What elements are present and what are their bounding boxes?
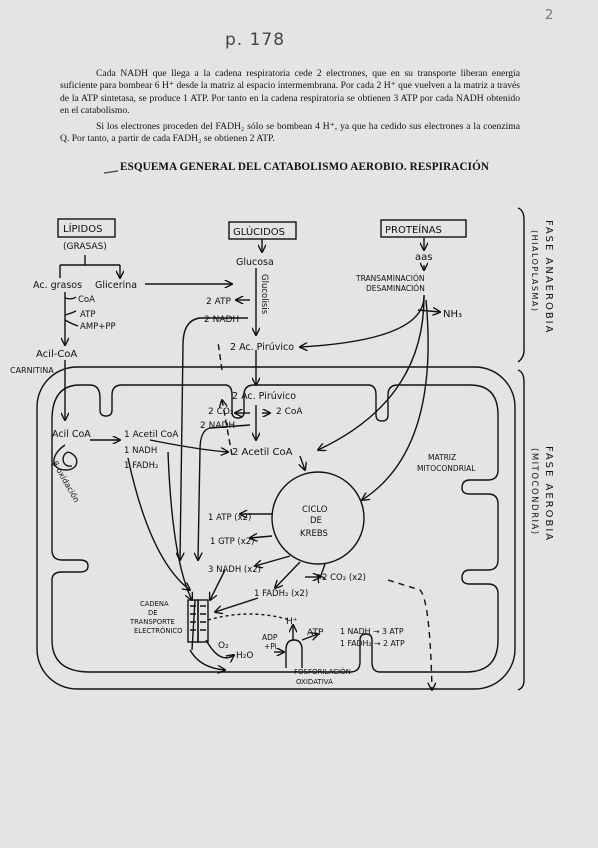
ac-grasos-label: Ac. grasos — [33, 280, 82, 291]
cadena-label-4: ELECTRÓNICO — [134, 626, 183, 635]
two-acetil-label: 2 Acetil CoA — [232, 447, 293, 458]
proteinas-box — [380, 219, 467, 238]
fosforilacion-label: FOSFORILACIÓN — [294, 667, 351, 676]
krebs-label-3: KREBS — [300, 529, 328, 539]
diagram-title: ESQUEMA GENERAL DEL CATABOLISMO AEROBIO.… — [120, 161, 490, 173]
corner-mark: 2 — [545, 8, 554, 23]
two-co2-label: 2 CO₂ — [208, 407, 234, 417]
grasas-label: (GRASAS) — [63, 242, 107, 252]
matriz-label: MATRIZ — [428, 453, 456, 462]
h-plus-label: H⁺ — [286, 617, 298, 627]
pi-label: +Pi — [264, 642, 277, 651]
lipidos-box — [57, 218, 116, 238]
atp-x2-label: 1 ATP (x2) — [208, 513, 251, 523]
one-fadh2-label: 1 FADH₂ — [124, 461, 158, 471]
two-piruvico-label: 2 Ac. Pirúvico — [230, 342, 294, 353]
fadh2-x2-label: 1 FADH₂ (x2) — [254, 589, 308, 599]
acil-coa-label: Acil-CoA — [36, 349, 77, 360]
co2-x2-label: 2 CO₂ (x2) — [322, 573, 366, 583]
atp-out-label: ATP — [307, 628, 324, 638]
nh3-label: NH₃ — [443, 309, 462, 320]
mitocondrial-label: MITOCONDRIAL — [417, 464, 476, 473]
krebs-label-1: CICLO — [302, 505, 328, 515]
glucidos-label: GLÚCIDOS — [233, 225, 285, 238]
acil-coa-mito-label: Acil CoA — [52, 429, 91, 440]
lipidos-label: LÍPIDOS — [63, 222, 102, 235]
one-nadh-label: 1 NADH — [124, 446, 157, 456]
atp-label: ATP — [80, 310, 95, 320]
krebs-label-2: DE — [310, 516, 322, 526]
nadh-x2-label: 3 NADH (x2) — [208, 565, 261, 575]
carnitina-label: CARNITINA — [10, 366, 54, 375]
oxidativa-label: OXIDATIVA — [296, 678, 333, 686]
two-nadh-mito-label: 2 NADH — [200, 421, 235, 431]
paragraph-nadh: Cada NADH que llega a la cadena respirat… — [60, 68, 520, 117]
krebs-cycle-circle — [271, 471, 365, 565]
fase-aerobia-label: FASE AEROBIA — [543, 446, 554, 542]
amp-pp-label: AMP+PP — [80, 322, 116, 332]
one-acetil-label: 1 Acetil CoA — [124, 430, 179, 440]
mitochondria-inner-membrane — [51, 384, 499, 673]
paragraph-fadh2: Si los electrones proceden del FADH₂ sól… — [60, 121, 520, 145]
handwritten-page-number: p. 178 — [225, 30, 286, 50]
glucolisis-label: Glucolisis — [259, 274, 269, 315]
desaminacion-label: DESAMINACIÓN — [366, 284, 425, 293]
glicerina-label: Glicerina — [95, 280, 137, 291]
two-nadh-label: 2 NADH — [204, 315, 239, 325]
mitocondria-label: (MITOCONDRIA) — [529, 448, 539, 536]
two-coa-label: 2 CoA — [276, 407, 303, 417]
coa-label: CoA — [78, 295, 95, 305]
gtp-x2-label: 1 GTP (x2) — [210, 537, 254, 547]
two-atp-label: 2 ATP — [206, 297, 232, 307]
adp-label: ADP — [262, 633, 278, 642]
cadena-label-2: DE — [148, 609, 158, 617]
glucosa-label: Glucosa — [236, 257, 274, 268]
o2-label: O₂ — [218, 641, 229, 651]
fase-anaerobia-label: FASE ANAEROBIA — [543, 220, 554, 334]
hialoplasma-label: (HIALOPLASMA) — [530, 230, 539, 312]
aas-label: aas — [415, 252, 432, 263]
cadena-label-1: CADENA — [140, 600, 169, 608]
h2o-label: H₂O — [236, 651, 253, 661]
cadena-label-3: TRANSPORTE — [129, 618, 175, 626]
nadh-eq-label: 1 NADH → 3 ATP — [340, 627, 404, 636]
proteinas-label: PROTEÍNAS — [385, 223, 442, 236]
two-piruvico-mito-label: 2 Ac. Pirúvico — [232, 391, 296, 402]
fadh-eq-label: 1 FADH₂ → 2 ATP — [340, 639, 405, 648]
transaminacion-label: TRANSAMINACIÓN — [355, 274, 425, 283]
mitochondria-outer-membrane — [36, 366, 516, 690]
